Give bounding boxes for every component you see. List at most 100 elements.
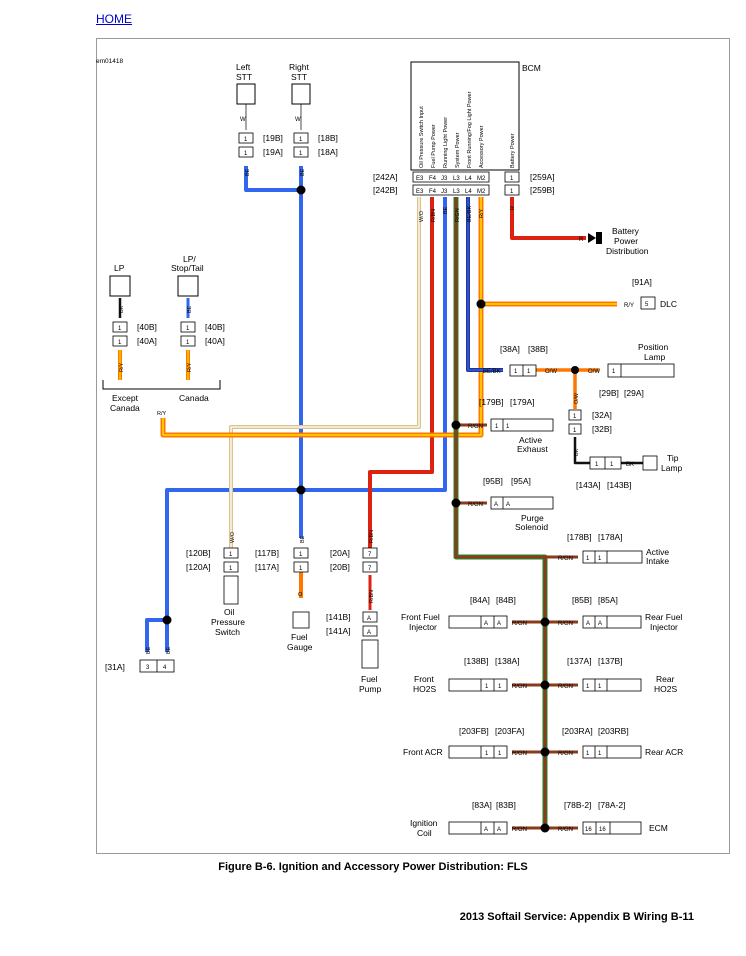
connector-31a: BE BE [31A] 3 4 [105, 646, 175, 673]
svg-text:[95B]: [95B] [483, 476, 503, 486]
svg-text:Injector: Injector [409, 622, 437, 632]
svg-text:L4: L4 [465, 176, 472, 182]
svg-text:[29A]: [29A] [624, 388, 644, 398]
svg-text:A: A [497, 621, 501, 627]
svg-text:[138B]: [138B] [464, 656, 489, 666]
svg-text:[178B]: [178B] [567, 532, 592, 542]
conn-18b: [18B] [318, 133, 338, 143]
wire-wo-oil [229, 197, 421, 548]
svg-text:Gauge: Gauge [287, 642, 313, 652]
svg-text:[40B]: [40B] [205, 322, 225, 332]
svg-text:Power: Power [614, 236, 638, 246]
svg-text:A: A [497, 827, 501, 833]
svg-text:[141B]: [141B] [326, 612, 351, 622]
canada-label: Canada [179, 393, 209, 403]
conn-242a: [242A] [373, 172, 398, 182]
svg-text:[117B]: [117B] [255, 548, 279, 558]
conn-259a: [259A] [530, 172, 555, 182]
svg-text:1: 1 [510, 176, 514, 182]
svg-text:7: 7 [368, 552, 372, 558]
svg-text:[143A]: [143A] [576, 480, 601, 490]
bcm-module: BCM em01418 Oil Pressure Switch Input Fu… [96, 58, 555, 222]
svg-text:[32B]: [32B] [592, 424, 612, 434]
svg-text:R/GN: R/GN [512, 684, 527, 690]
svg-text:1: 1 [299, 566, 303, 572]
svg-text:[84A]: [84A] [470, 595, 490, 605]
bcm-pin-label-j3: Running Light Power [443, 117, 449, 168]
battery-distribution: R Battery Power Distribution [579, 226, 649, 256]
svg-text:Purge: Purge [521, 513, 544, 523]
svg-text:R/Y: R/Y [157, 411, 167, 417]
svg-text:Stop/Tail: Stop/Tail [171, 263, 204, 273]
svg-text:A: A [484, 827, 488, 833]
svg-text:R/GN: R/GN [558, 556, 573, 562]
stt-right-label-2: STT [291, 72, 307, 82]
svg-text:R/GN: R/GN [468, 502, 483, 508]
wire-rbn-fuel-pump [368, 197, 434, 548]
wire-bk-tip [573, 437, 595, 465]
svg-text:1: 1 [586, 684, 590, 690]
svg-text:BE: BE [300, 535, 306, 543]
svg-text:[203RA]: [203RA] [562, 726, 593, 736]
svg-text:1: 1 [586, 556, 590, 562]
svg-text:M2: M2 [477, 176, 486, 182]
svg-text:1: 1 [506, 424, 510, 430]
svg-text:Fuel: Fuel [291, 632, 308, 642]
svg-text:1: 1 [598, 751, 602, 757]
home-link[interactable]: HOME [96, 12, 132, 26]
svg-text:[31A]: [31A] [105, 662, 125, 672]
svg-text:1: 1 [118, 326, 122, 332]
bcm-pin-label-e3: Oil Pressure Switch Input [419, 106, 425, 168]
fuel-pump: R/BN [20A] [20B] 77 R/BN [141B] [141A] A… [326, 530, 381, 694]
svg-text:[85B]: [85B] [572, 595, 592, 605]
svg-text:Rear: Rear [656, 674, 675, 684]
dlc-connector: [91A] R/Y 5 DLC [624, 277, 677, 310]
svg-text:R/Y: R/Y [119, 363, 125, 373]
svg-text:Coil: Coil [417, 828, 432, 838]
svg-text:Front: Front [414, 674, 434, 684]
svg-text:BE: BE [166, 646, 172, 654]
svg-text:1: 1 [586, 751, 590, 757]
svg-text:R/GN: R/GN [558, 684, 573, 690]
lp-lamp: LP BK 11 [40B] [40A] R/Y [109, 263, 157, 373]
svg-text:R/GN: R/GN [512, 751, 527, 757]
stt-left-label-1: Left [236, 62, 251, 72]
fuel-gauge: BE [117B] [117A] 11 O Fuel Gauge [255, 535, 313, 652]
bcm-pin-row-a: E3 F4 J3 L3 L4 M2 1 [412, 171, 520, 183]
svg-text:R: R [579, 237, 584, 243]
page-footer: 2013 Softail Service: Appendix B Wiring … [459, 911, 694, 923]
svg-text:J3: J3 [441, 189, 448, 195]
svg-text:BE: BE [300, 168, 306, 176]
svg-text:Pressure: Pressure [211, 617, 245, 627]
svg-text:R/Y: R/Y [624, 303, 634, 309]
conn-19a: [19A] [263, 147, 283, 157]
svg-text:W/O: W/O [230, 531, 236, 543]
svg-text:R/GN: R/GN [455, 208, 461, 222]
svg-text:W: W [295, 117, 301, 123]
svg-text:Battery: Battery [612, 226, 640, 236]
canada-split: Except Canada Canada R/Y [102, 380, 221, 417]
svg-text:L4: L4 [465, 189, 472, 195]
svg-text:BE/BK: BE/BK [467, 205, 473, 222]
svg-text:1: 1 [527, 369, 531, 375]
junctions [162, 185, 579, 833]
svg-text:BE: BE [245, 168, 251, 176]
svg-text:Active: Active [646, 547, 669, 557]
svg-text:W/O: W/O [419, 210, 425, 222]
rear-acr-label: Rear ACR [645, 747, 683, 757]
svg-text:[179A]: [179A] [510, 397, 535, 407]
svg-text:[83B]: [83B] [496, 800, 516, 810]
svg-text:[78A-2]: [78A-2] [598, 800, 625, 810]
svg-text:LP/: LP/ [183, 254, 196, 264]
svg-text:Intake: Intake [646, 556, 669, 566]
svg-text:BK: BK [574, 448, 580, 456]
